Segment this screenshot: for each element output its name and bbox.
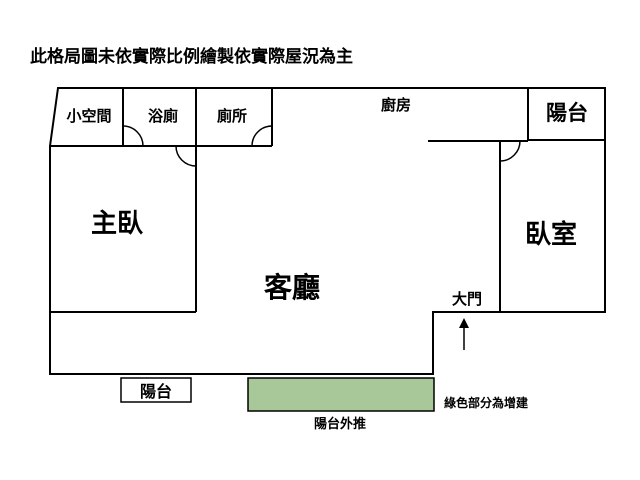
main-door-label: 大門 [452,290,482,308]
balcony-extension-area [247,377,435,412]
balcony-extension-label: 陽台外推 [314,416,366,432]
bedroom-label: 臥室 [525,219,577,250]
main-door-arrow-icon [459,318,469,328]
outer-wall [49,87,606,375]
bathroom-door-arc [122,125,144,147]
balcony-bottom-label: 陽台 [140,382,172,401]
small-room-label: 小空間 [66,107,111,125]
disclaimer-text: 此格局圖未依實際比例繪製依實際屋況為主 [30,46,353,67]
extension-note-text: 綠色部分為增建 [444,395,529,410]
bedroom-door-arc [499,140,521,162]
toilet-label: 廁所 [217,107,247,125]
kitchen-label: 廚房 [381,96,411,114]
master-bedroom-label: 主臥 [91,209,144,239]
balcony-top-label: 陽台 [546,101,588,125]
living-room-label: 客廳 [264,271,320,304]
bathroom-label: 浴廁 [148,107,178,125]
bottom-balcony-box [120,377,192,403]
master-bedroom-door-arc [175,145,197,167]
toilet-door-arc [251,125,273,147]
